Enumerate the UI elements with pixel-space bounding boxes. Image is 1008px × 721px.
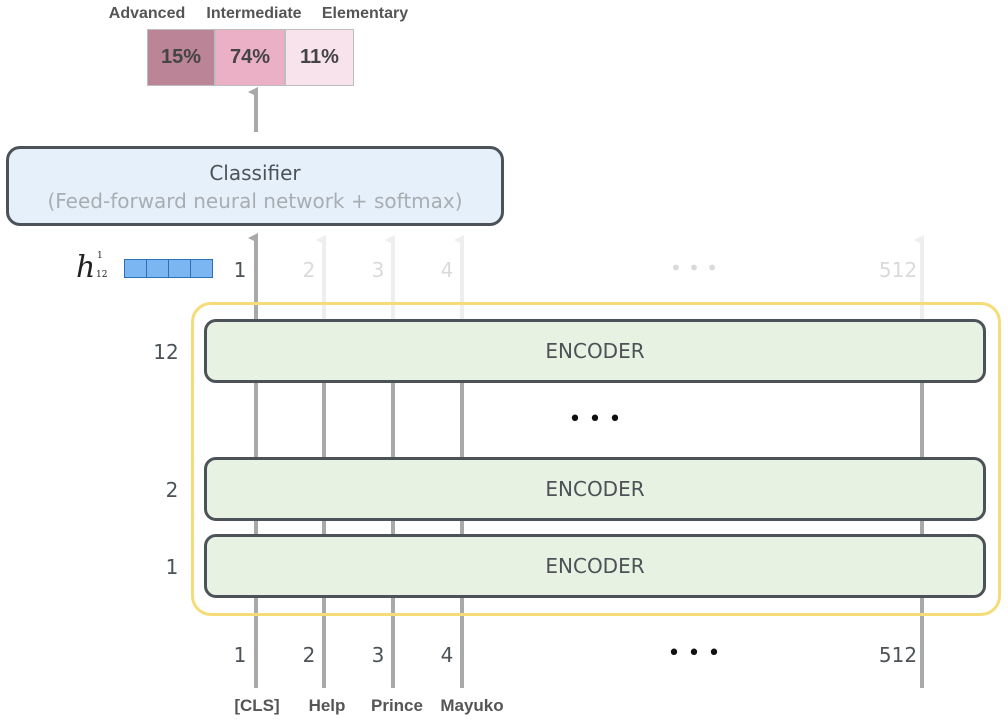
probability-advanced: 15% xyxy=(147,29,215,86)
layer-number-1: 1 xyxy=(165,555,179,579)
output-position-3: 3 xyxy=(371,258,385,282)
token-mayuko: Mayuko xyxy=(440,696,504,715)
vector-cell xyxy=(124,259,147,278)
vector-cell xyxy=(191,259,213,278)
vector-cell xyxy=(147,259,169,278)
classifier-title: Classifier xyxy=(209,161,301,185)
input-position-3: 3 xyxy=(371,643,385,667)
hidden-vector-subscript: 12 xyxy=(96,270,108,280)
vector-cell xyxy=(169,259,191,278)
token-prince: Prince xyxy=(371,696,423,715)
probability-intermediate: 74% xyxy=(215,29,285,86)
class-label-advanced: Advanced xyxy=(108,5,186,22)
encoder-stack-frame xyxy=(191,302,1001,616)
input-ellipsis: • • • xyxy=(667,641,721,666)
class-label-elementary: Elementary xyxy=(321,5,409,22)
hidden-vector-symbol: h xyxy=(76,250,96,285)
token-help: Help xyxy=(308,696,346,715)
layer-number-2: 2 xyxy=(165,478,179,502)
classifier-box: Classifier (Feed-forward neural network … xyxy=(6,146,504,226)
encoder-ellipsis: • • • xyxy=(568,407,622,432)
class-label-intermediate: Intermediate xyxy=(206,5,302,22)
output-position-512: 512 xyxy=(878,258,918,282)
encoder-layer-12: ENCODER xyxy=(204,319,986,383)
probability-elementary: 11% xyxy=(285,29,354,86)
encoder-layer-2: ENCODER xyxy=(204,457,986,521)
layer-number-12: 12 xyxy=(153,340,179,364)
token-cls: [CLS] xyxy=(234,696,280,715)
output-position-1: 1 xyxy=(233,258,247,282)
input-position-1: 1 xyxy=(233,643,247,667)
output-position-4: 4 xyxy=(440,258,454,282)
input-position-2: 2 xyxy=(302,643,316,667)
output-position-2: 2 xyxy=(302,258,316,282)
input-position-512: 512 xyxy=(878,643,918,667)
hidden-vector-superscript: 1 xyxy=(97,251,103,261)
output-ellipsis: • • • xyxy=(669,256,719,280)
classifier-subtitle: (Feed-forward neural network + softmax) xyxy=(47,189,463,213)
hidden-vector-cells xyxy=(124,259,213,278)
input-position-4: 4 xyxy=(440,643,454,667)
encoder-layer-1: ENCODER xyxy=(204,534,986,598)
